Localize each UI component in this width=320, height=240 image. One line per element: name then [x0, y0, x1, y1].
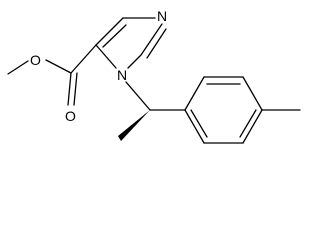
chiral-center — [118, 81, 186, 141]
bond-c-o-double-2 — [73, 72, 78, 106]
atom-n-top: N — [157, 8, 167, 24]
bond-aryl-3 — [242, 76, 263, 111]
atom-n-bottom: N — [117, 67, 127, 83]
bond-n-c-double-1 — [140, 23, 163, 56]
chemical-structure: N N O O — [7, 8, 301, 144]
bond-n-c-ring — [95, 44, 117, 69]
bond-c-c-ring-double-2 — [102, 24, 127, 48]
stereo-wedge-bond — [118, 110, 150, 141]
bond-aryl-inner-3 — [190, 109, 208, 138]
bond-c-o-single — [45, 59, 72, 74]
bond-o-methyl — [7, 60, 29, 75]
tolyl-ring — [184, 76, 301, 144]
bond-aryl-1 — [184, 76, 205, 111]
bond-n-c-double-2 — [146, 28, 167, 59]
bond-c-c-ring-double-1 — [95, 17, 124, 46]
imidazole-ring — [95, 17, 167, 69]
bond-aryl-inner-2 — [239, 109, 257, 138]
atom-o-single: O — [30, 52, 41, 68]
bond-n-chiral — [125, 81, 151, 111]
atom-o-double: O — [65, 108, 76, 124]
ester-group — [7, 44, 97, 106]
bond-c-n-bottom — [127, 54, 142, 69]
structure-canvas: N N O O — [7, 8, 301, 144]
bond-ring-carbonyl — [70, 44, 97, 74]
bond-c-o-double-1 — [67, 72, 72, 106]
bond-aryl-4 — [242, 109, 263, 144]
bond-aryl-6 — [184, 109, 205, 144]
